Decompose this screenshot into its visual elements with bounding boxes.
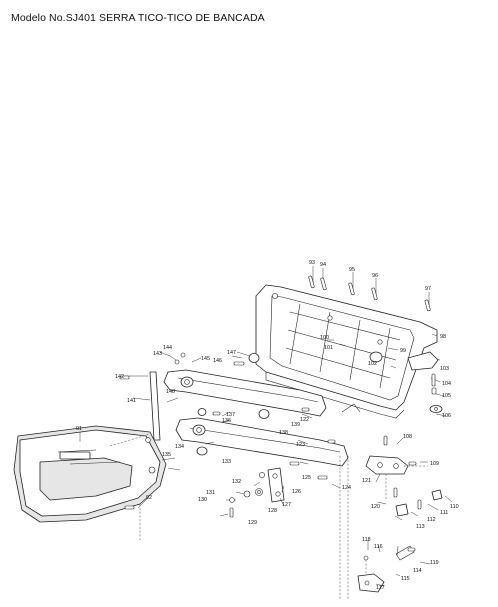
callout-label: 133	[222, 459, 231, 465]
callout-label: 126	[292, 489, 301, 495]
callout-label: 144	[163, 345, 172, 351]
blade-holder	[357, 545, 415, 593]
callout-label: 135	[162, 452, 171, 458]
callout-label: 138	[279, 430, 288, 436]
base-casting	[13, 425, 167, 523]
callout-label: 122	[300, 417, 309, 423]
lower-arm	[175, 417, 349, 467]
diagram-title: Modelo No.SJ401 SERRA TICO-TICO DE BANCA…	[11, 12, 265, 24]
upper-arm	[163, 369, 327, 417]
callout-label: 119	[430, 560, 439, 566]
callout-label: 94	[320, 262, 326, 268]
hardware	[119, 275, 443, 561]
rod	[149, 371, 161, 441]
callout-label: 124	[342, 485, 351, 491]
callout-label: 120	[371, 504, 380, 510]
callout-label: 100	[320, 335, 329, 341]
saw-bracket	[365, 455, 428, 500]
callout-label: 125	[302, 475, 311, 481]
callout-label: 91	[76, 426, 82, 432]
callout-label: 114	[413, 568, 422, 574]
callout-label: 108	[403, 434, 412, 440]
callout-label: 130	[198, 497, 207, 503]
callout-label: 103	[440, 366, 449, 372]
callout-label: 116	[374, 544, 383, 550]
callout-label: 101	[324, 345, 333, 351]
table-frame	[255, 284, 438, 419]
callout-label: 129	[248, 520, 257, 526]
callout-label: 93	[309, 260, 315, 266]
callout-label: 104	[442, 381, 451, 387]
callout-label: 140	[166, 389, 175, 395]
callout-label: 127	[282, 502, 291, 508]
callout-label: 110	[450, 504, 459, 510]
callout-label: 137	[226, 412, 235, 418]
callout-label: 142	[115, 374, 124, 380]
callout-label: 131	[206, 490, 215, 496]
callout-label: 134	[175, 444, 184, 450]
callout-label: 141	[127, 398, 136, 404]
callout-label: 145	[201, 356, 210, 362]
callout-label: 98	[440, 334, 446, 340]
callout-label: 123	[296, 442, 305, 448]
callout-label: 111	[440, 510, 448, 516]
callout-label: 118	[362, 537, 371, 543]
callout-label: 132	[232, 479, 241, 485]
callout-label: 96	[372, 273, 378, 279]
callout-label: 117	[376, 585, 385, 591]
callout-labels: 91 92 93 94 95 96 97 98 99 100 101 102 1…	[76, 260, 459, 591]
callout-label: 139	[291, 422, 300, 428]
callout-label: 136	[222, 418, 231, 424]
callout-label: 112	[427, 517, 436, 523]
callout-label: 106	[442, 413, 451, 419]
callout-label: 146	[213, 358, 222, 364]
callout-label: 99	[400, 348, 406, 354]
callout-label: 113	[416, 524, 425, 530]
callout-label: 95	[349, 267, 355, 273]
callout-label: 97	[425, 286, 431, 292]
callout-label: 128	[268, 508, 277, 514]
callout-label: 92	[146, 495, 152, 501]
callout-label: 102	[368, 361, 377, 367]
callout-label: 121	[362, 478, 371, 484]
link-plate	[267, 467, 285, 503]
callout-label: 147	[227, 350, 236, 356]
callout-label: 109	[430, 461, 439, 467]
callout-label: 105	[442, 393, 451, 399]
callout-label: 143	[153, 351, 162, 357]
callout-label: 115	[401, 576, 410, 582]
